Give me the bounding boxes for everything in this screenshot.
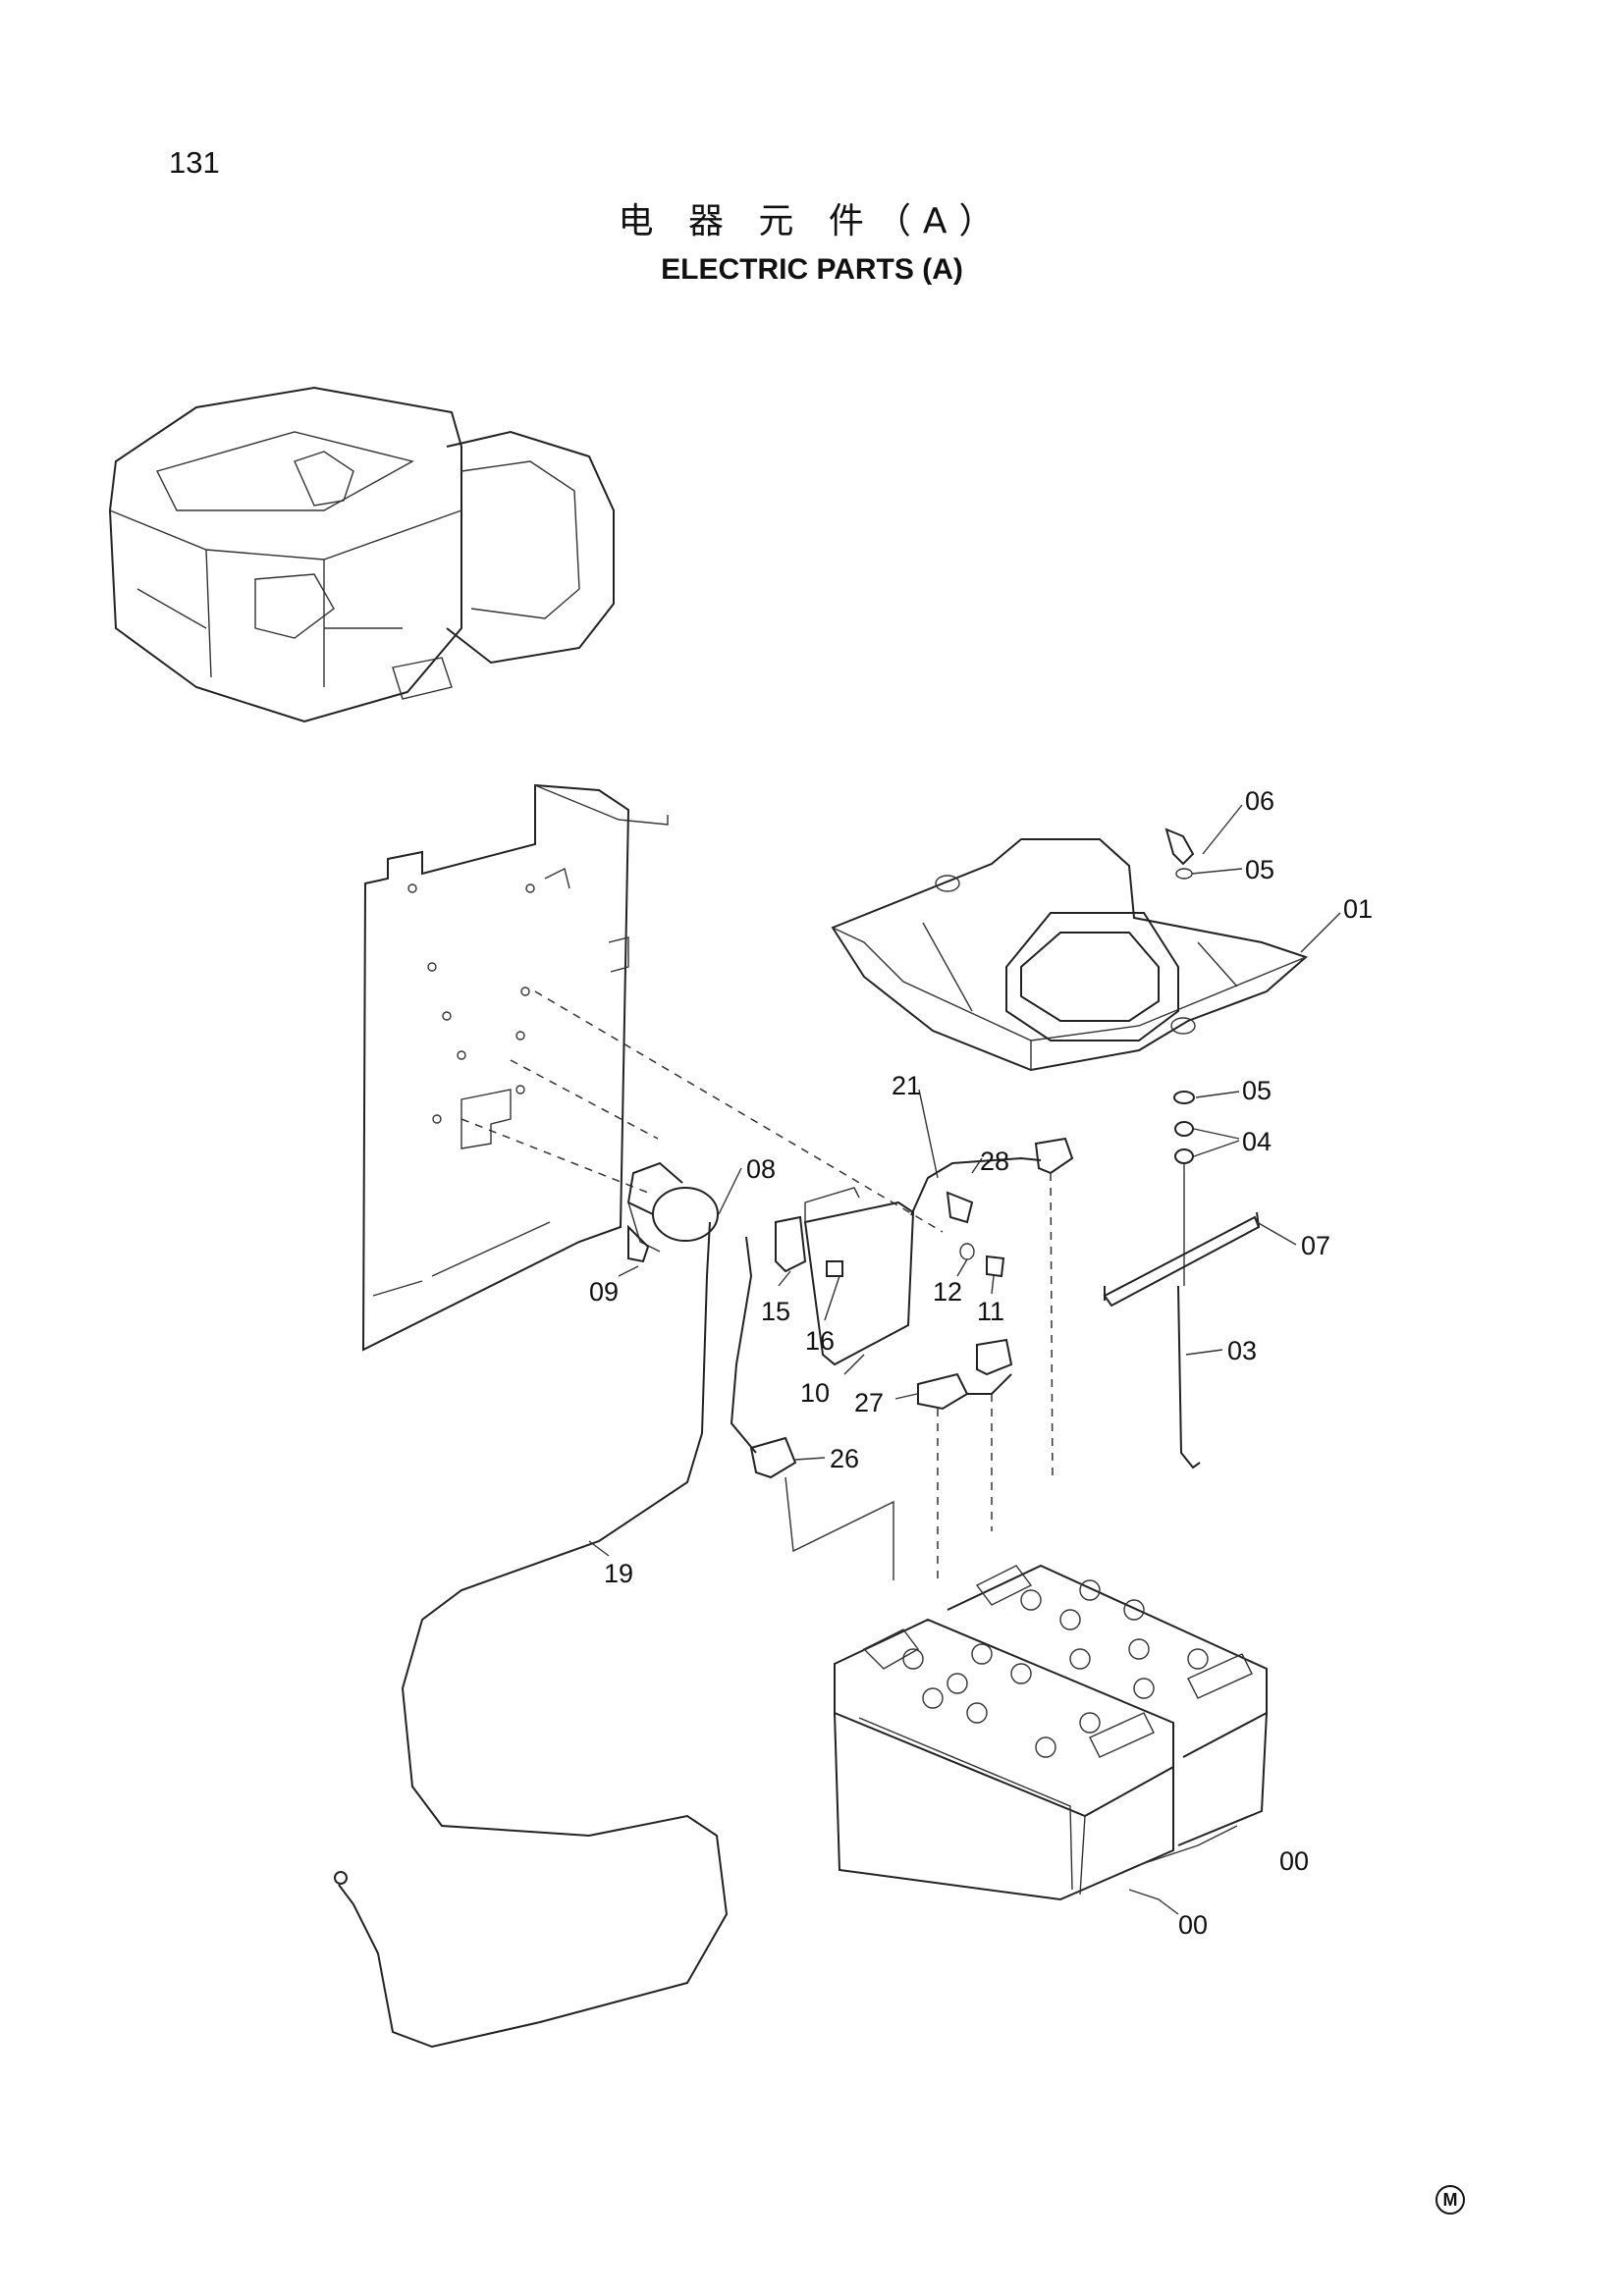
callout-03: 03 — [1227, 1336, 1257, 1365]
callout-05-upper: 05 — [1245, 855, 1274, 884]
callout-27: 27 — [854, 1388, 884, 1417]
fuse-bracket — [775, 1187, 915, 1366]
mounting-plate — [361, 783, 669, 1352]
callout-08: 08 — [746, 1154, 776, 1184]
leader-lines — [588, 804, 1341, 1915]
cover-hardware — [1103, 828, 1261, 1469]
callout-09: 09 — [589, 1277, 619, 1307]
callout-05-lower: 05 — [1242, 1076, 1272, 1105]
callout-12: 12 — [933, 1277, 962, 1307]
callout-16: 16 — [805, 1326, 835, 1356]
machine-overview-illustration — [108, 386, 615, 723]
callout-10: 10 — [800, 1378, 830, 1408]
callout-labels: 06 05 01 05 04 07 03 21 28 08 09 15 16 1… — [589, 786, 1373, 1940]
callout-00-rear-battery: 00 — [1279, 1846, 1309, 1876]
callout-28: 28 — [980, 1147, 1009, 1176]
corner-mark: M — [1435, 2185, 1465, 2215]
callout-00-front-battery: 00 — [1178, 1910, 1208, 1940]
battery-relay — [626, 1161, 719, 1253]
bolts — [627, 1191, 1005, 1278]
callout-26: 26 — [830, 1444, 859, 1473]
callout-06: 06 — [1245, 786, 1274, 816]
callout-11: 11 — [977, 1297, 1004, 1326]
callout-21: 21 — [892, 1071, 921, 1100]
diagram-title-en: ELECTRIC PARTS (A) — [661, 253, 963, 286]
cable-19 — [334, 1221, 729, 2049]
callout-15: 15 — [761, 1297, 790, 1326]
battery-rear — [947, 1564, 1268, 1846]
callout-07: 07 — [1301, 1231, 1330, 1260]
diagram-title-cn: 电 器 元 件（A） — [618, 201, 1006, 241]
callout-04: 04 — [1242, 1127, 1272, 1156]
cable-26 — [730, 1236, 894, 1580]
callout-01: 01 — [1343, 894, 1373, 924]
battery-front — [834, 1618, 1174, 1901]
callout-19: 19 — [604, 1559, 633, 1588]
battery-cover — [831, 838, 1308, 1072]
cable-27 — [917, 1338, 1013, 1580]
page-number: 131 — [169, 145, 220, 180]
cable-21 — [910, 1137, 1074, 1483]
